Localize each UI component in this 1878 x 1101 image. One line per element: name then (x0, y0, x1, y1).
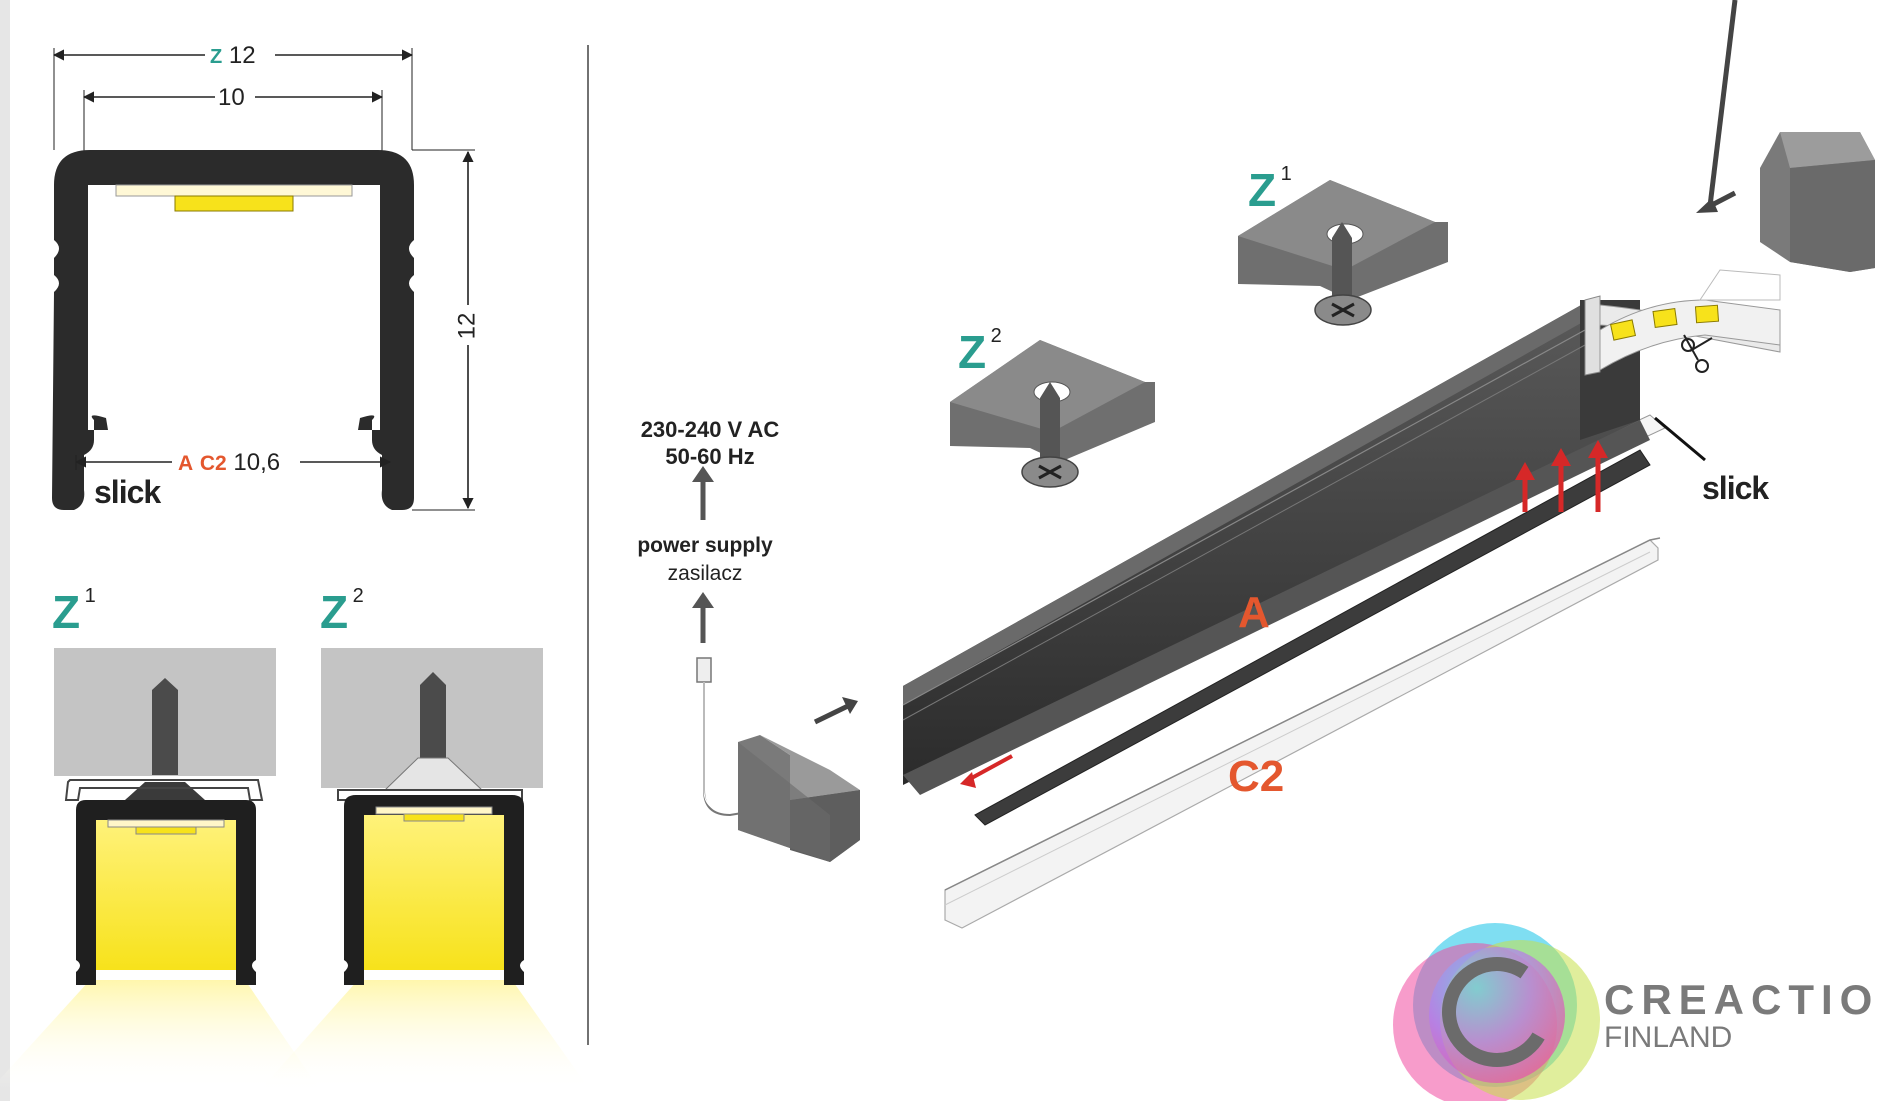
slick-logo-left: slick (94, 474, 161, 511)
clip-z1-letter: Z (1248, 164, 1277, 216)
diffuser-slot (974, 449, 1651, 826)
voltage-line1: 230-240 V AC (640, 417, 780, 442)
profile-a-label: A (1238, 588, 1270, 637)
clip-z2 (950, 340, 1155, 488)
mount-z2-index: 2 (352, 585, 364, 607)
screw-z2 (420, 672, 446, 760)
led-chip (174, 195, 294, 212)
cover-c2 (944, 537, 1661, 929)
slick-brand-right: slick (1702, 470, 1769, 506)
scissors-icon (1681, 334, 1713, 373)
dim-outer-label: Z 12 (210, 42, 256, 70)
glow-z2 (364, 815, 504, 970)
dim-inner-value: 10 (218, 84, 245, 111)
arrow-cap-top (1707, 0, 1738, 207)
led-modules (1599, 269, 1781, 371)
logo-text: CREACTION FINLAND (1604, 978, 1878, 1054)
clip-z1-index: 1 (1280, 163, 1292, 185)
dim-height-value: 12 (453, 312, 481, 340)
clip-z2-letter: Z (958, 326, 987, 378)
profile-a (902, 295, 1781, 826)
mount-z2-label: Z 2 (320, 585, 364, 639)
mount-z1-label: Z 1 (52, 585, 96, 639)
logo-line1: CREACTION (1604, 976, 1878, 1023)
light-beam-z2 (260, 980, 590, 1090)
led-strip-pcb (115, 184, 353, 197)
screw-z1 (152, 678, 178, 775)
logo-line2: FINLAND (1604, 1021, 1733, 1054)
voltage-label: 230-240 V AC 50-60 Hz (620, 416, 800, 470)
clip-z1-label: Z 1 (1248, 163, 1292, 217)
power-supply-label: power supply zasilacz (610, 532, 800, 588)
slick-pointer (1654, 416, 1706, 462)
dim-bottom-letter-a: A (178, 452, 194, 475)
clip-z1 (1238, 180, 1448, 326)
cover-c2-label: C2 (1228, 752, 1285, 801)
slick-logo-right: slick (1702, 470, 1769, 507)
cable-connector (696, 657, 712, 683)
dim-bottom-value: 10,6 (233, 449, 281, 476)
insert-arrows (960, 440, 1608, 788)
dim-bottom-letter-c2: C2 (199, 452, 227, 475)
profile-z1 (76, 800, 256, 985)
mount-z1-letter: Z (52, 586, 81, 638)
profile-z2 (344, 795, 524, 985)
mount-z2 (260, 648, 590, 1090)
dim-bottom-label: A C2 10,6 (178, 449, 280, 477)
clip-z2-index: 2 (990, 325, 1002, 347)
end-cap-plain (1760, 132, 1875, 272)
mounting-clip-z1 (64, 779, 264, 801)
power-supply-en: power supply (637, 534, 773, 557)
dim-outer-value: 12 (228, 42, 256, 69)
end-cap-cable (738, 735, 860, 862)
creaction-logo (1393, 923, 1600, 1101)
dim-outer-letter: Z (210, 46, 223, 68)
power-supply-pl: zasilacz (667, 562, 743, 585)
voltage-line2: 50-60 Hz (665, 444, 755, 469)
profile-cross-section (52, 42, 481, 511)
glow-z1 (96, 820, 236, 970)
slick-brand-left: slick (94, 474, 161, 510)
mount-z1-index: 1 (84, 585, 96, 607)
clip-z2-label: Z 2 (958, 325, 1002, 379)
light-beam-z1 (0, 980, 320, 1090)
mount-z2-letter: Z (320, 586, 349, 638)
mount-z1 (0, 648, 320, 1090)
left-border (0, 0, 10, 1101)
arrow-cap-in (813, 702, 852, 725)
